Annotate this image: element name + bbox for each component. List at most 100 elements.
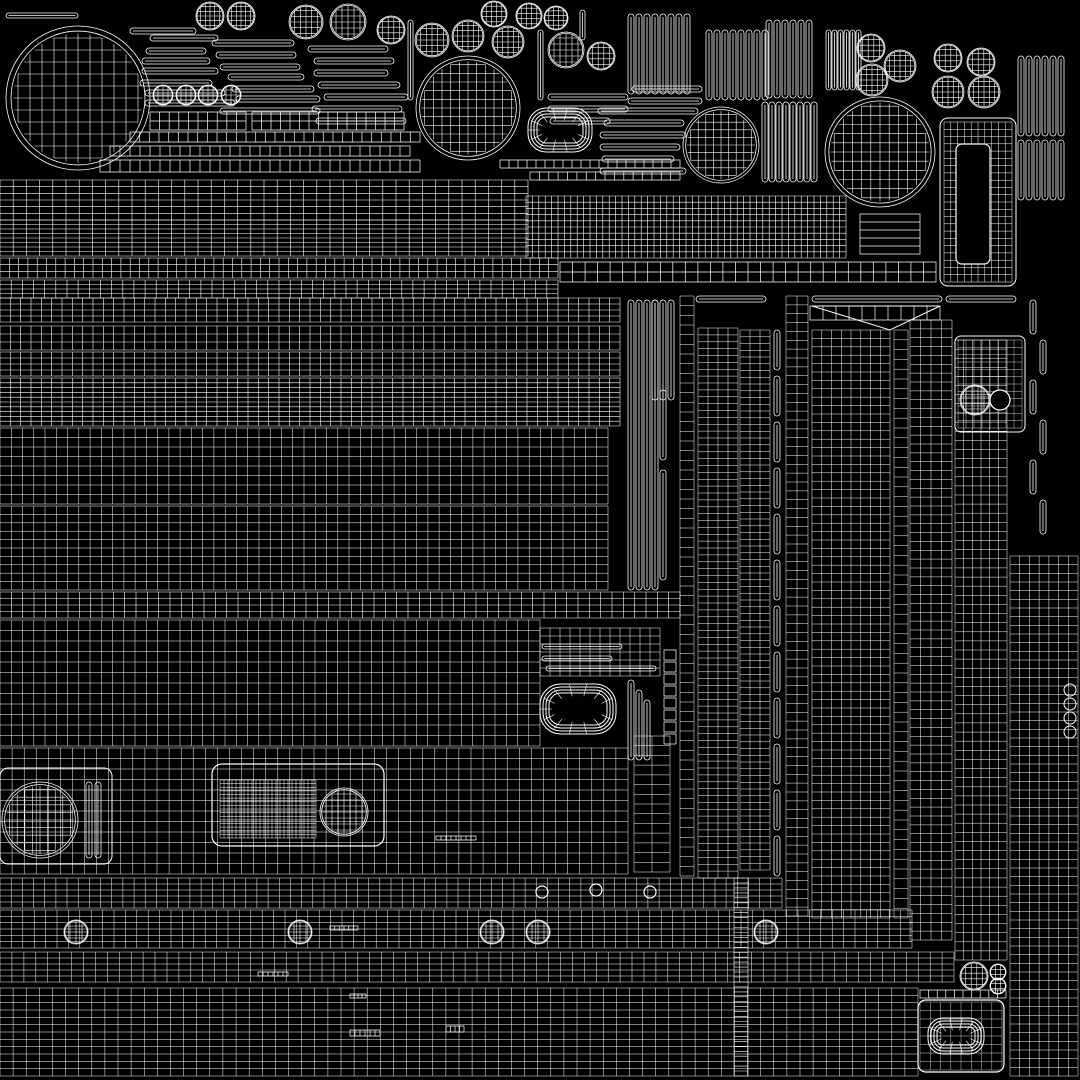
strip-patch [307,45,389,53]
oval-patches [527,107,985,1055]
strip-patch [1025,55,1033,137]
strip-patch [713,29,721,101]
strip-patch [745,29,753,101]
strip-patch [667,299,675,401]
strip-patch [227,73,305,81]
panel-outline [0,767,113,865]
grid-patch [435,835,477,841]
device-outline [939,117,1017,287]
strip-patch [599,131,687,139]
circle-patch [883,49,917,83]
strip-patch [773,605,781,647]
grid-patch [349,1029,381,1037]
grid-patch [663,733,677,745]
strip-patch [1029,379,1037,415]
strip-patch [659,469,667,581]
grid-patch [445,1025,465,1033]
grid-patch [0,377,621,427]
oval-patch [927,1017,985,1055]
strip-patch [765,19,773,99]
circle-patch [288,4,324,40]
circle-patch [220,84,242,106]
circle-patch [543,5,569,31]
grid-patch [0,325,621,351]
circle-patch [989,963,1007,981]
strip-patch [810,101,818,183]
strip-patch [659,389,667,461]
circle-patch [967,75,1001,109]
strip-patch [635,299,643,591]
strip-patch [643,13,651,95]
grid-patch [0,619,541,747]
screw [1063,711,1077,725]
strip-patch [805,19,813,99]
grid-patch [663,673,677,685]
strip-patch [407,19,414,101]
strip-patch [705,29,713,101]
strip-patch [317,81,401,89]
circle-patch [933,43,963,73]
strip-patch [945,295,1017,303]
wedge [811,305,941,331]
strip-patch [729,29,737,101]
strip-patch [635,13,643,95]
grid-patch [663,697,677,709]
strip-patch [695,295,767,303]
circle-patch [931,75,965,109]
grid-patch [529,171,681,181]
strip-patch [211,39,295,47]
strip-patch [643,299,651,591]
strip-patch [768,101,776,183]
grid-patch [663,721,677,733]
screw [589,883,603,897]
grid-patch [663,685,677,697]
strip-patch [803,101,811,183]
strip-patch [627,679,635,761]
strip-patch [597,107,699,115]
strip-patch [773,789,781,831]
grid-patch [257,971,289,977]
strip-patch [675,13,683,95]
strip-patch [837,29,844,91]
grid-patch [149,111,247,131]
circle-patch [586,41,616,71]
circle-patch [197,84,219,106]
grid-patch [0,219,529,257]
grid-patch [0,909,913,949]
grid-patch [663,709,677,721]
circle-patch [479,919,505,945]
circle-patch [195,1,225,31]
strip-patch [1049,139,1057,201]
strip-patch [549,117,611,125]
circle-patch [515,2,543,30]
circle-patch [5,25,151,171]
strip-patch [1041,139,1049,201]
circle-patch [824,96,936,208]
misc-patches [0,117,1077,1073]
strip-patch [797,19,805,99]
strip-patch [659,13,667,95]
device-screen [955,143,991,265]
strip-patch [1057,55,1065,137]
circle-patch [287,919,313,945]
grid-patch [0,351,621,377]
grid-patch [919,989,1007,999]
strip-patch [843,29,850,91]
strip-patch [643,699,651,761]
grid-patch [109,145,411,157]
circle-patch [855,63,889,97]
circle-patch [480,0,508,28]
grid-patch [99,159,421,173]
grid-patch [0,179,529,221]
strip-patch [811,295,943,303]
strip-patch [313,69,389,77]
strip-patch [5,12,79,19]
strip-patch [825,29,832,91]
strip-patch [1017,55,1025,137]
strip-patch [1033,139,1041,201]
grid-patch [733,877,749,1077]
strip-patch [782,101,790,183]
strip-patch [635,689,643,761]
strip-patch [1039,499,1047,535]
